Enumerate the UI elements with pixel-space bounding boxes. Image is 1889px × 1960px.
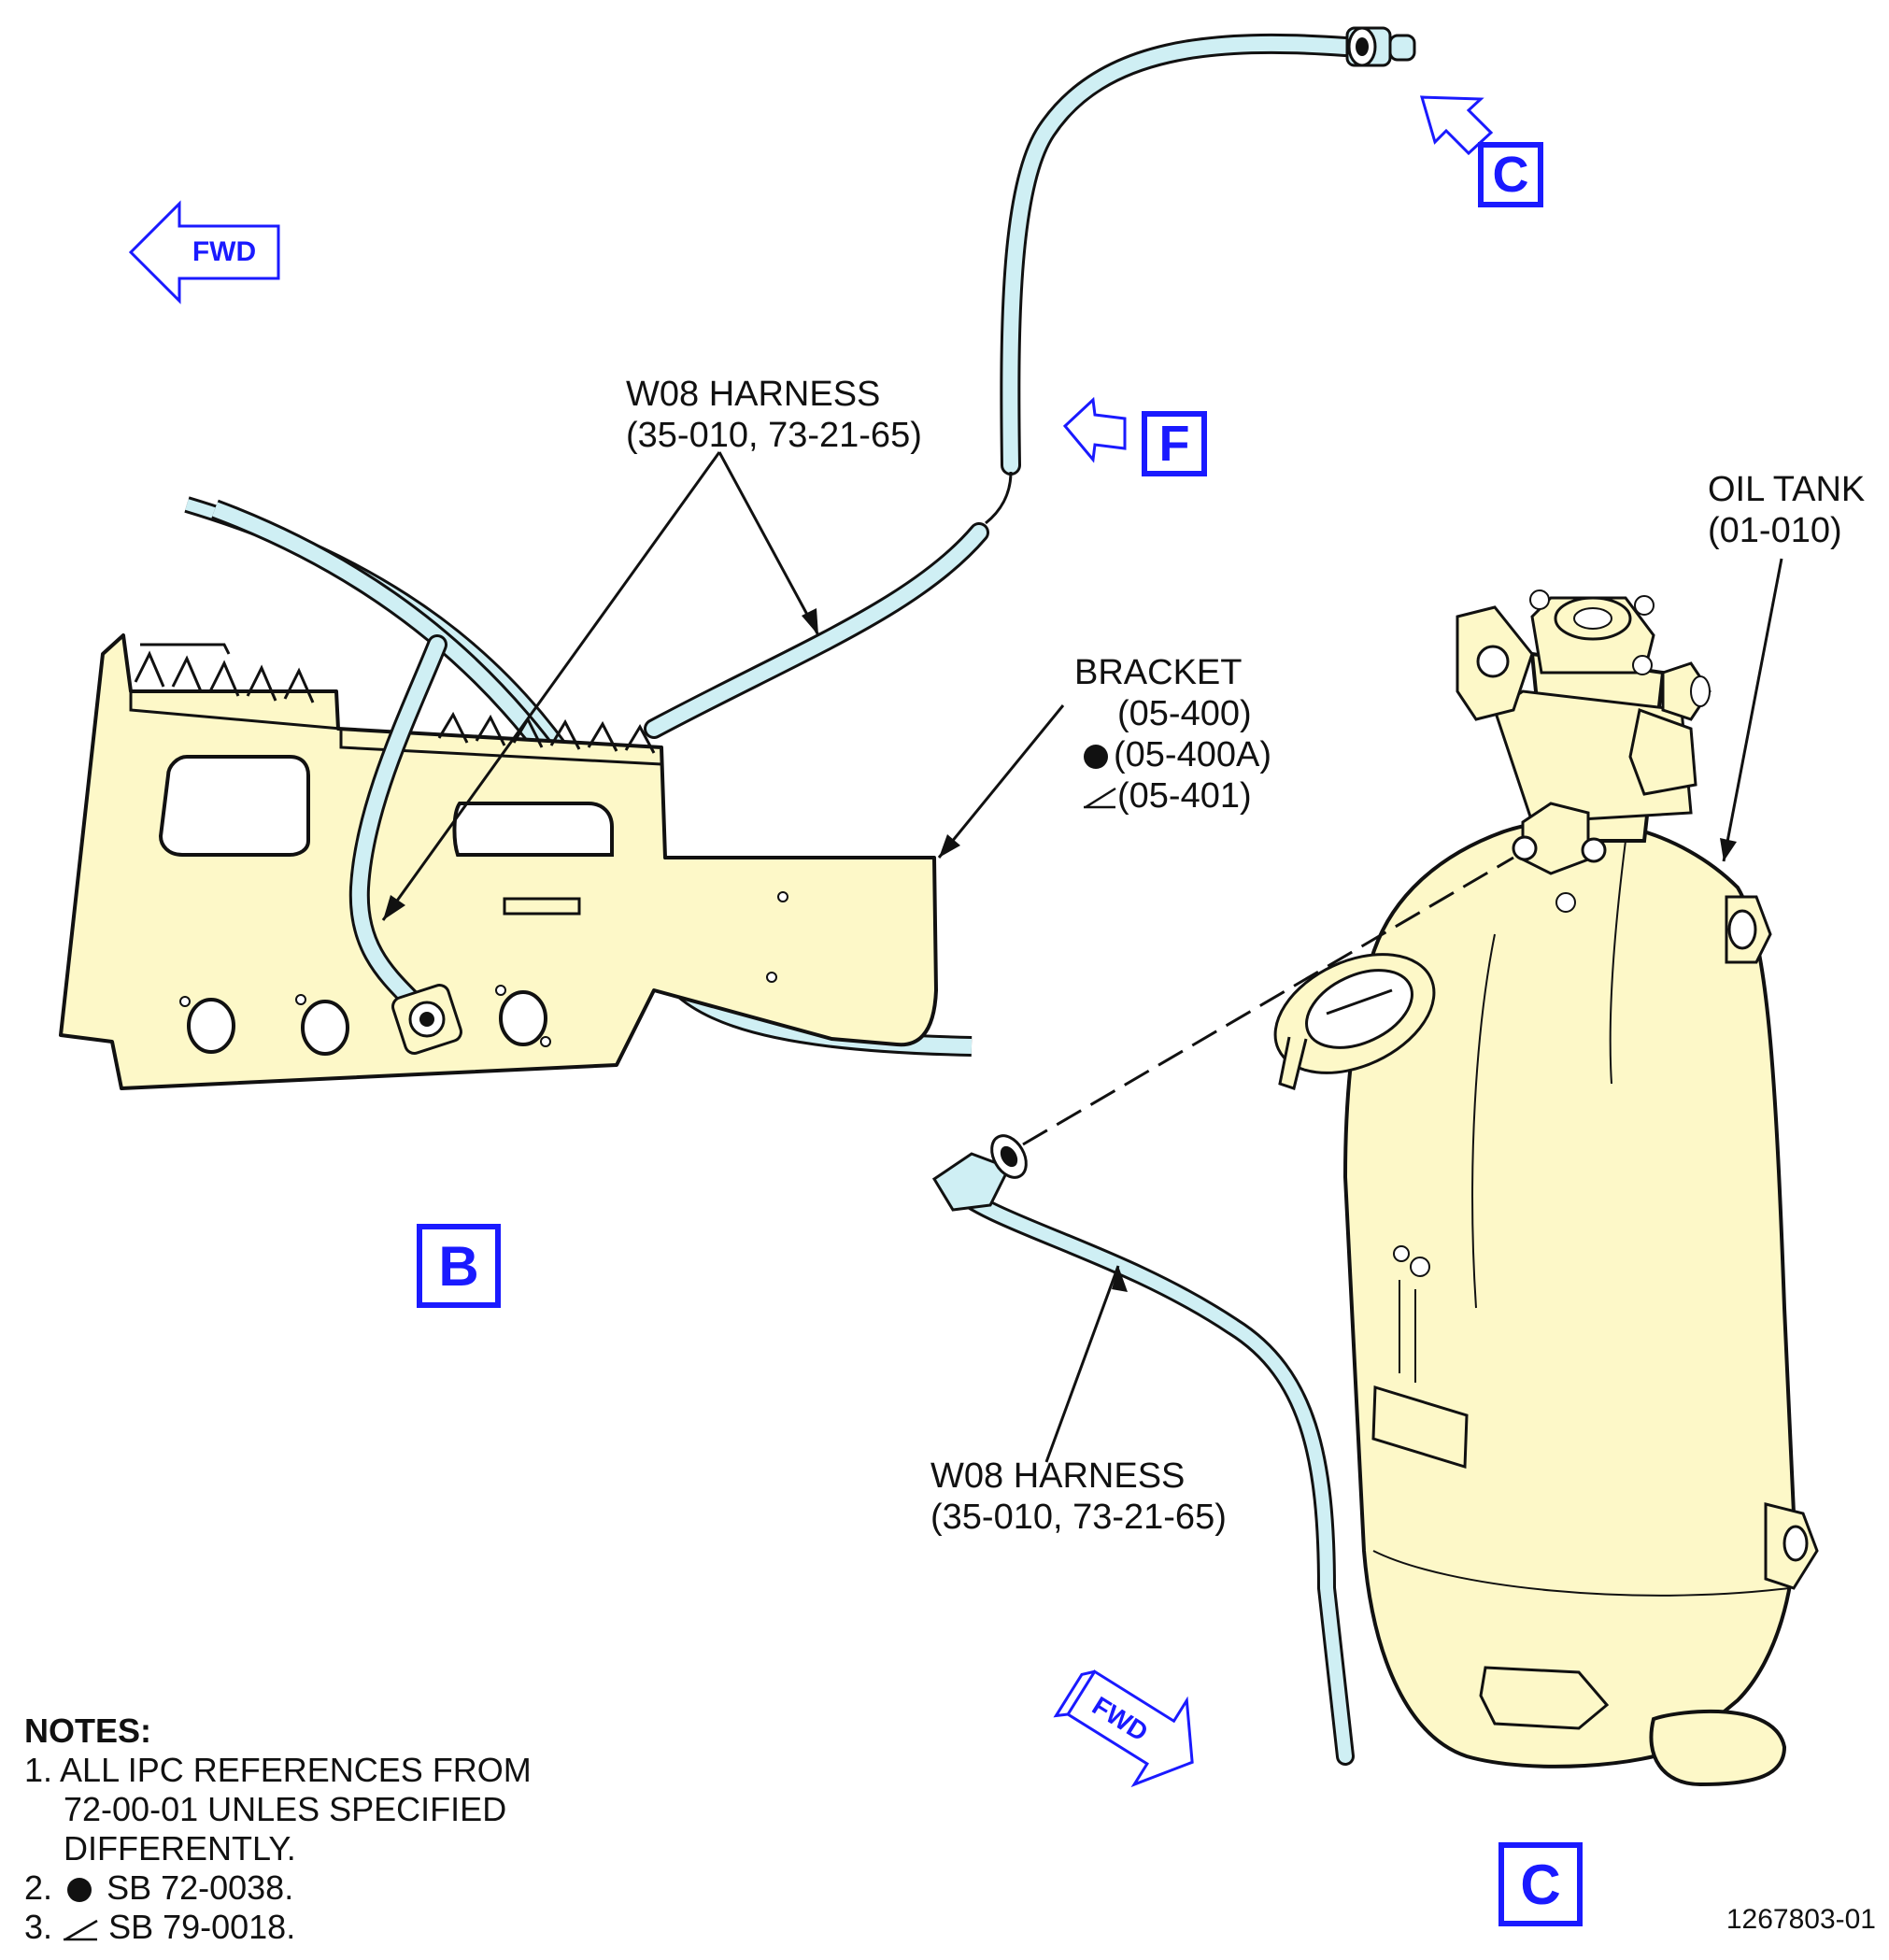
view-letter-c-top: C <box>1478 142 1543 207</box>
alignment-dashed-line <box>1022 856 1514 1146</box>
oil-tank-filler-cap <box>1273 953 1436 1090</box>
fwd-arrow-top-left: FWD <box>128 200 280 305</box>
label-bracket-ref-3-row: (05-401) <box>1074 775 1271 817</box>
label-w08-harness-bottom: W08 HARNESS (35-010, 73-21-65) <box>930 1456 1227 1538</box>
label-w08-harness-top: W08 HARNESS (35-010, 73-21-65) <box>626 374 922 456</box>
fwd-arrow-top-left-text: FWD <box>192 236 256 267</box>
note-3-number: 3. <box>24 1908 53 1946</box>
leader-lines <box>381 451 1783 1463</box>
label-bracket: BRACKET (05-400) (05-400A) (05-401) <box>1074 652 1271 817</box>
label-bracket-ref-3: (05-401) <box>1117 776 1252 816</box>
view-letter-f: F <box>1142 411 1207 476</box>
note-3-text: SB 79-0018. <box>108 1908 296 1946</box>
label-oil-tank-name: OIL TANK <box>1708 470 1866 509</box>
notes-heading: NOTES: <box>24 1711 152 1750</box>
bracket-connector <box>391 984 462 1055</box>
sb-angle-symbol <box>1084 787 1116 809</box>
bracket-clips-right <box>437 711 656 754</box>
note-1-line-3: DIFFERENTLY. <box>64 1829 296 1868</box>
notes-block: NOTES: 1. ALL IPC REFERENCES FROM 72-00-… <box>24 1711 532 1947</box>
bracket-assembly <box>59 496 973 1090</box>
harness-top <box>644 26 1416 739</box>
bracket-clips-left <box>134 643 315 703</box>
note-1-line-2: 72-00-01 UNLES SPECIFIED <box>64 1790 507 1828</box>
note-2-text: SB 72-0038. <box>107 1868 294 1907</box>
view-arrow-f <box>1062 396 1127 463</box>
label-w08-harness-top-name: W08 HARNESS <box>626 375 881 414</box>
label-bracket-ref-2: (05-400A) <box>1114 735 1271 774</box>
figure-number: 1267803-01 <box>1726 1904 1876 1935</box>
note-2-number: 2. <box>24 1868 53 1907</box>
harness-bottom-connector <box>931 1134 1028 1212</box>
label-oil-tank-ref: (01-010) <box>1708 511 1842 550</box>
harness-top-connector <box>1345 26 1416 67</box>
oil-tank-top-flange <box>1529 589 1655 675</box>
note-2-dot-symbol <box>67 1878 92 1902</box>
label-bracket-name: BRACKET <box>1074 653 1243 692</box>
view-letter-c-bottom: C <box>1498 1842 1583 1926</box>
note-2: 2. SB 72-0038. <box>24 1868 532 1908</box>
label-oil-tank: OIL TANK (01-010) <box>1708 469 1865 551</box>
label-bracket-ref-1: (05-400) <box>1117 694 1252 733</box>
fwd-arrow-bottom: FWD <box>1053 1669 1194 1788</box>
label-bracket-ref-2-row: (05-400A) <box>1074 734 1271 775</box>
oil-tank <box>1273 589 1819 1787</box>
sb-dot-symbol <box>1084 745 1108 769</box>
label-w08-harness-bottom-name: W08 HARNESS <box>930 1456 1186 1496</box>
note-1-line-1: 1. ALL IPC REFERENCES FROM <box>24 1751 532 1789</box>
label-w08-harness-bottom-refs: (35-010, 73-21-65) <box>930 1498 1227 1537</box>
view-letter-b: B <box>417 1224 501 1308</box>
label-w08-harness-top-refs: (35-010, 73-21-65) <box>626 416 922 455</box>
harness-bottom <box>931 1134 1355 1766</box>
note-3-angle-symbol <box>64 1919 98 1941</box>
note-3: 3. SB 79-0018. <box>24 1908 532 1947</box>
oil-tank-connector-box <box>1512 802 1607 913</box>
leader-arrowheads <box>383 608 1737 1292</box>
